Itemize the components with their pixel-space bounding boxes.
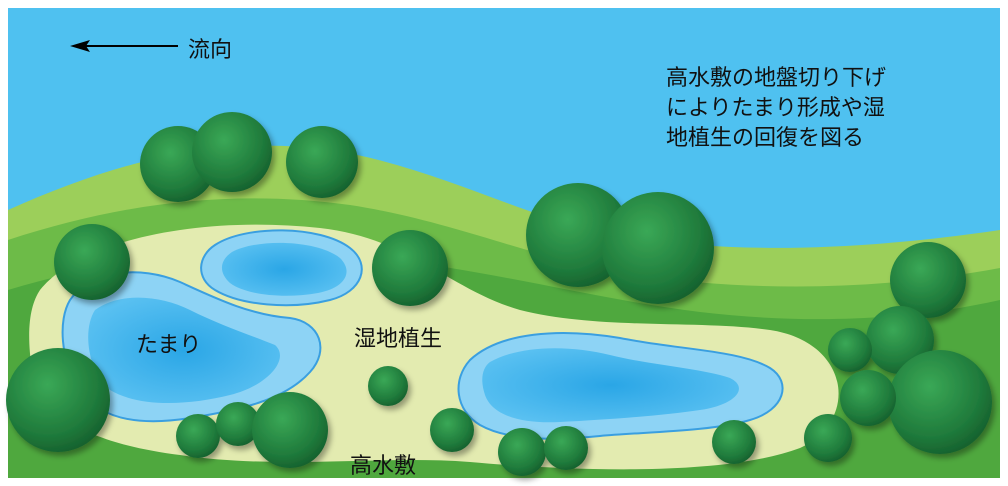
flow-arrow <box>70 40 178 52</box>
tree-icon <box>430 408 474 452</box>
note-line: 高水敷の地盤切り下げ <box>666 66 887 91</box>
floodplain-label: 高水敷 <box>350 454 417 479</box>
pond-right-inner <box>482 348 739 423</box>
tree-icon <box>368 366 408 406</box>
trees <box>6 112 992 476</box>
tree-icon <box>828 328 872 372</box>
tree-icon <box>6 348 110 452</box>
tree-icon <box>54 224 130 300</box>
flow-direction-label: 流向 <box>188 38 233 63</box>
tree-icon <box>544 426 588 470</box>
tree-icon <box>888 350 992 454</box>
tree-icon <box>192 112 272 192</box>
tree-icon <box>602 192 714 304</box>
tree-icon <box>712 420 756 464</box>
tree-icon <box>498 428 546 476</box>
tree-icon <box>252 392 328 468</box>
tree-icon <box>890 242 966 318</box>
tree-icon <box>286 126 358 198</box>
note-line: 地植生の回復を図る <box>666 126 865 151</box>
pond-label: たまり <box>136 333 202 358</box>
wetland-label: 湿地植生 <box>354 327 443 352</box>
tree-icon <box>804 414 852 462</box>
tree-icon <box>176 414 220 458</box>
note-line: によりたまり形成や湿 <box>666 96 885 121</box>
tree-icon <box>216 402 260 446</box>
tree-icon <box>372 230 448 306</box>
pond-large-left-inner <box>88 297 280 404</box>
tree-icon <box>840 370 896 426</box>
annotation-note: 高水敷の地盤切り下げ によりたまり形成や湿 地植生の回復を図る <box>666 64 986 154</box>
pond-upper-inner <box>221 242 347 296</box>
